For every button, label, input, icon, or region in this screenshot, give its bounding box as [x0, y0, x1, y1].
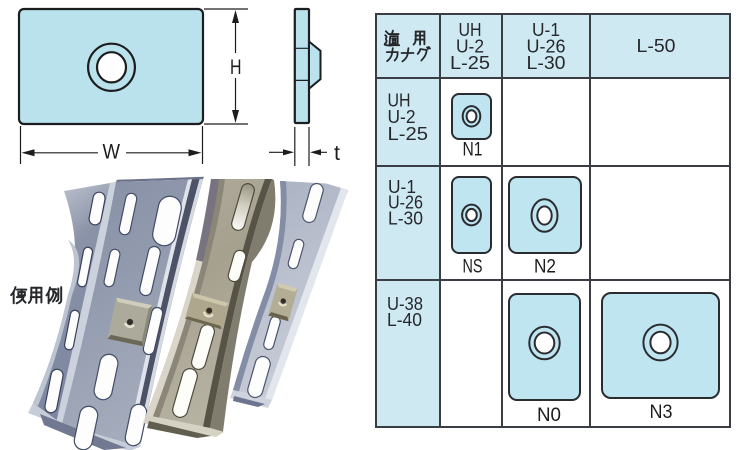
svg-text:NS: NS — [463, 257, 483, 278]
svg-text:L-30: L-30 — [388, 208, 423, 228]
svg-text:UH: UH — [459, 20, 482, 40]
svg-text:U-2: U-2 — [388, 107, 416, 127]
svg-text:U-26: U-26 — [388, 193, 423, 213]
svg-text:L-50: L-50 — [637, 36, 676, 56]
svg-text:U-1: U-1 — [388, 177, 416, 197]
svg-text:N2: N2 — [534, 257, 556, 278]
svg-text:N1: N1 — [463, 140, 483, 161]
svg-text:t: t — [334, 141, 340, 165]
svg-text:UH: UH — [388, 91, 411, 111]
svg-text:L-25: L-25 — [388, 124, 429, 144]
svg-text:U-26: U-26 — [527, 37, 566, 57]
svg-text:L-30: L-30 — [527, 53, 566, 73]
svg-text:H: H — [230, 55, 242, 79]
svg-text:L-25: L-25 — [450, 53, 490, 73]
svg-text:U-38: U-38 — [387, 294, 423, 314]
svg-text:N0: N0 — [537, 405, 561, 426]
svg-text:U-1: U-1 — [532, 20, 560, 40]
svg-text:W: W — [103, 140, 121, 164]
svg-text:L-40: L-40 — [387, 310, 422, 330]
svg-text:N3: N3 — [650, 402, 673, 423]
svg-text:U-2: U-2 — [456, 37, 484, 57]
